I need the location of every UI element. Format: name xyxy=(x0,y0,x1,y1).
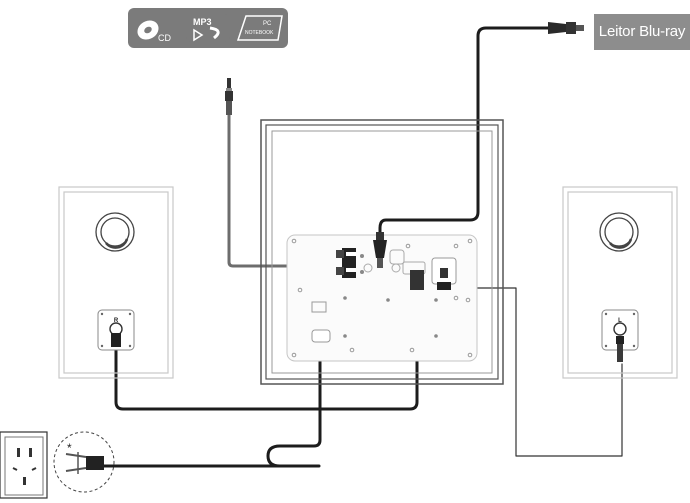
left-speaker: L xyxy=(562,186,678,379)
rca-input-connectors xyxy=(336,248,364,278)
bluray-cable xyxy=(378,26,562,234)
right-speaker-cable xyxy=(114,288,419,411)
cd-icon: CD xyxy=(137,20,171,43)
mp3-label: MP3 xyxy=(193,17,212,27)
aux-cable xyxy=(227,112,294,268)
power-plug xyxy=(53,431,115,493)
cd-label: CD xyxy=(158,33,171,43)
mp3-icon: MP3 xyxy=(186,14,230,42)
notebook-label: NOTEBOOK xyxy=(245,30,274,36)
aux-jack-plug xyxy=(225,78,233,115)
subwoofer xyxy=(260,119,504,385)
right-speaker: R xyxy=(58,186,174,379)
right-speaker-label: R xyxy=(114,318,119,324)
wall-outlet xyxy=(0,431,48,499)
left-speaker-cable xyxy=(445,287,623,457)
bluray-plug xyxy=(548,22,584,34)
pc-label: PC xyxy=(263,21,272,27)
power-cable xyxy=(102,338,322,468)
left-tweeter xyxy=(599,212,639,252)
right-speaker-terminal xyxy=(97,309,135,351)
bluray-player-label: Leitor Blu-ray xyxy=(594,14,690,50)
pc-notebook-icon: PC NOTEBOOK xyxy=(236,15,283,41)
right-tweeter xyxy=(95,212,135,252)
source-icons: CD MP3 PC NOTEBOOK xyxy=(128,8,288,48)
left-speaker-terminal xyxy=(601,309,639,362)
left-speaker-label: L xyxy=(618,318,622,324)
optical-plug xyxy=(373,232,387,268)
outlet-note-asterisk: * xyxy=(67,441,72,455)
